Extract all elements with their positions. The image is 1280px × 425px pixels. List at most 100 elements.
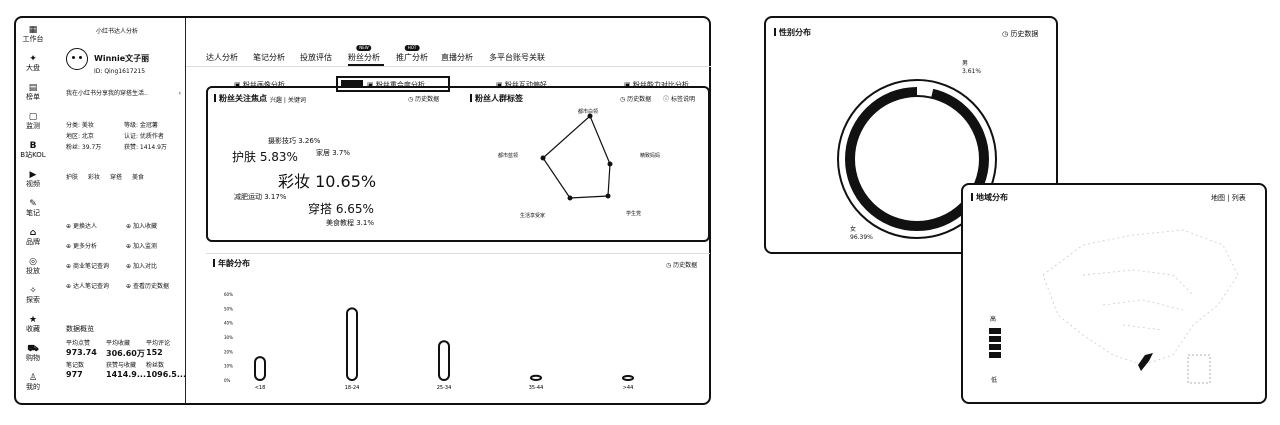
- action-icon: ⊕: [66, 263, 73, 270]
- region-view-switch[interactable]: 地图 | 列表: [1211, 194, 1246, 202]
- profile-action-button-6[interactable]: ⊕ 达人笔记查询: [66, 283, 122, 291]
- age-bar-1[interactable]: [346, 307, 358, 381]
- x-tick-label: 35-44: [529, 385, 544, 391]
- female-value: 96.39%: [850, 234, 873, 241]
- profile-action-button-3[interactable]: ⊕ 加入监测: [126, 243, 182, 251]
- subtab-label: 粉丝互动偏好: [504, 81, 547, 89]
- gender-title: 性别分布: [774, 27, 811, 38]
- subtab-label: 粉丝能力对比分析: [632, 81, 689, 89]
- profile-desc[interactable]: 我在小红书分享我的穿搭生活.. ›: [66, 90, 181, 98]
- subtab-1[interactable]: ▣ 粉丝重合度分析: [336, 76, 450, 92]
- subtab-icon: ▣: [496, 81, 505, 89]
- profile-action-button-1[interactable]: ⊕ 加入收藏: [126, 223, 182, 231]
- stat-value: 973.74: [66, 348, 97, 357]
- tab-label: 粉丝分析: [348, 53, 380, 62]
- info-icon: ⓘ: [663, 96, 670, 103]
- age-bar-2[interactable]: [438, 340, 450, 382]
- rail-item-label: 工作台: [22, 35, 44, 43]
- rail-item-5[interactable]: ▶视频: [18, 171, 48, 189]
- radar-points: [540, 113, 613, 201]
- rail-item-label: 我的: [26, 383, 40, 391]
- rail-item-label: 视频: [26, 180, 40, 188]
- legend-low: 低: [991, 377, 998, 384]
- male-value: 3.61%: [962, 68, 982, 75]
- radar-label: 学生党: [626, 211, 642, 217]
- tab-label: 笔记分析: [253, 53, 285, 62]
- rail-item-label: 投放: [26, 267, 40, 275]
- china-map: [1042, 229, 1239, 384]
- age-bar-4[interactable]: [622, 375, 634, 381]
- rail-item-2[interactable]: ▤榜单: [18, 84, 48, 102]
- compass-icon: ✧: [29, 286, 37, 296]
- stat-label: 平均点赞: [66, 340, 91, 347]
- age-history-button[interactable]: ◷ 历史数据: [666, 262, 698, 269]
- stats-title: 数据概览: [66, 325, 94, 333]
- stat-value: 152: [146, 348, 163, 357]
- rail-item-7[interactable]: ⌂品牌: [18, 229, 48, 247]
- rail-item-9[interactable]: ✧探索: [18, 287, 48, 305]
- tab-1[interactable]: 笔记分析: [253, 52, 285, 63]
- subtab-2[interactable]: ▣ 粉丝互动偏好: [496, 80, 547, 90]
- rail-item-label: B站KOL: [20, 151, 46, 159]
- profile-info-item: 分类: 美妆: [66, 122, 94, 129]
- rail-item-10[interactable]: ★收藏: [18, 316, 48, 334]
- gender-history-button[interactable]: ◷ 历史数据: [1002, 30, 1039, 38]
- profile-action-button-4[interactable]: ⊕ 商业笔记查询: [66, 263, 122, 271]
- avatar[interactable]: [66, 48, 88, 70]
- tab-5[interactable]: 直播分析: [441, 52, 473, 63]
- rail-item-label: 探索: [26, 296, 40, 304]
- rail-item-label: 大盘: [26, 64, 40, 72]
- age-bar-0[interactable]: [254, 356, 266, 381]
- age-title: 年龄分布: [213, 258, 250, 269]
- action-label: 加入对比: [132, 263, 157, 270]
- profile-id: ID: Qing1617215: [94, 68, 146, 75]
- rail-item-0[interactable]: ▦工作台: [18, 26, 48, 44]
- tab-2[interactable]: 投放评估: [300, 52, 332, 63]
- radar-shape: [542, 114, 611, 199]
- profile-action-button-5[interactable]: ⊕ 加入对比: [126, 263, 182, 271]
- profile-action-button-2[interactable]: ⊕ 更多分析: [66, 243, 122, 251]
- stat-value: 306.60万: [106, 349, 145, 358]
- region-title: 地域分布: [971, 192, 1008, 203]
- rail-item-11[interactable]: ⛟购物: [18, 345, 48, 363]
- cart-icon: ⛟: [27, 344, 39, 354]
- subtab-0[interactable]: ▣ 粉丝画像分析: [234, 80, 285, 90]
- profile-action-button-7[interactable]: ⊕ 查看历史数据: [126, 283, 182, 291]
- male-label: 男 3.61%: [962, 60, 981, 76]
- age-bar-3[interactable]: [530, 374, 542, 381]
- action-icon: ⊕: [66, 223, 73, 230]
- rail-item-12[interactable]: ♙我的: [18, 374, 48, 392]
- stat-label: 粉丝数: [146, 362, 165, 369]
- rail-item-1[interactable]: ✦大盘: [18, 55, 48, 73]
- subtab-3[interactable]: ▣ 粉丝能力对比分析: [624, 80, 689, 90]
- target-icon: ◎: [29, 257, 37, 267]
- clock-icon: ◷: [666, 262, 672, 269]
- x-tick-label: 18-24: [345, 385, 360, 391]
- rail-item-8[interactable]: ◎投放: [18, 258, 48, 276]
- radar-label: 生活享受家: [520, 213, 546, 219]
- profile-action-button-0[interactable]: ⊕ 更换达人: [66, 223, 122, 231]
- interest-word: 家居 3.7%: [316, 149, 351, 157]
- male-segment[interactable]: [916, 81, 935, 97]
- interest-history-button[interactable]: ◷ 历史数据: [408, 96, 440, 103]
- crowd-tags-button[interactable]: ⓘ 标签说明: [663, 96, 695, 103]
- male-label-text: 男: [962, 60, 969, 67]
- tab-0[interactable]: 达人分析: [206, 52, 238, 63]
- legend-high: 高: [990, 316, 997, 323]
- profile-info-item: 等级: 金冠薯: [124, 122, 158, 129]
- rail-item-6[interactable]: ✎笔记: [18, 200, 48, 218]
- island-box: [1187, 354, 1211, 384]
- region-legend-scale: [989, 328, 1001, 358]
- crowd-history-button[interactable]: ◷ 历史数据: [620, 96, 652, 103]
- interest-word: 彩妆 10.65%: [278, 172, 377, 191]
- y-tick-label: 60%: [224, 292, 233, 297]
- interest-crowd-box: 粉丝关注焦点 兴趣 | 关键词 ◷ 历史数据 彩妆 10.65%护肤 5.83%…: [206, 86, 710, 242]
- rail-item-3[interactable]: ▢监测: [18, 113, 48, 131]
- star-icon: ✦: [29, 54, 37, 64]
- tab-6[interactable]: 多平台账号关联: [489, 52, 545, 63]
